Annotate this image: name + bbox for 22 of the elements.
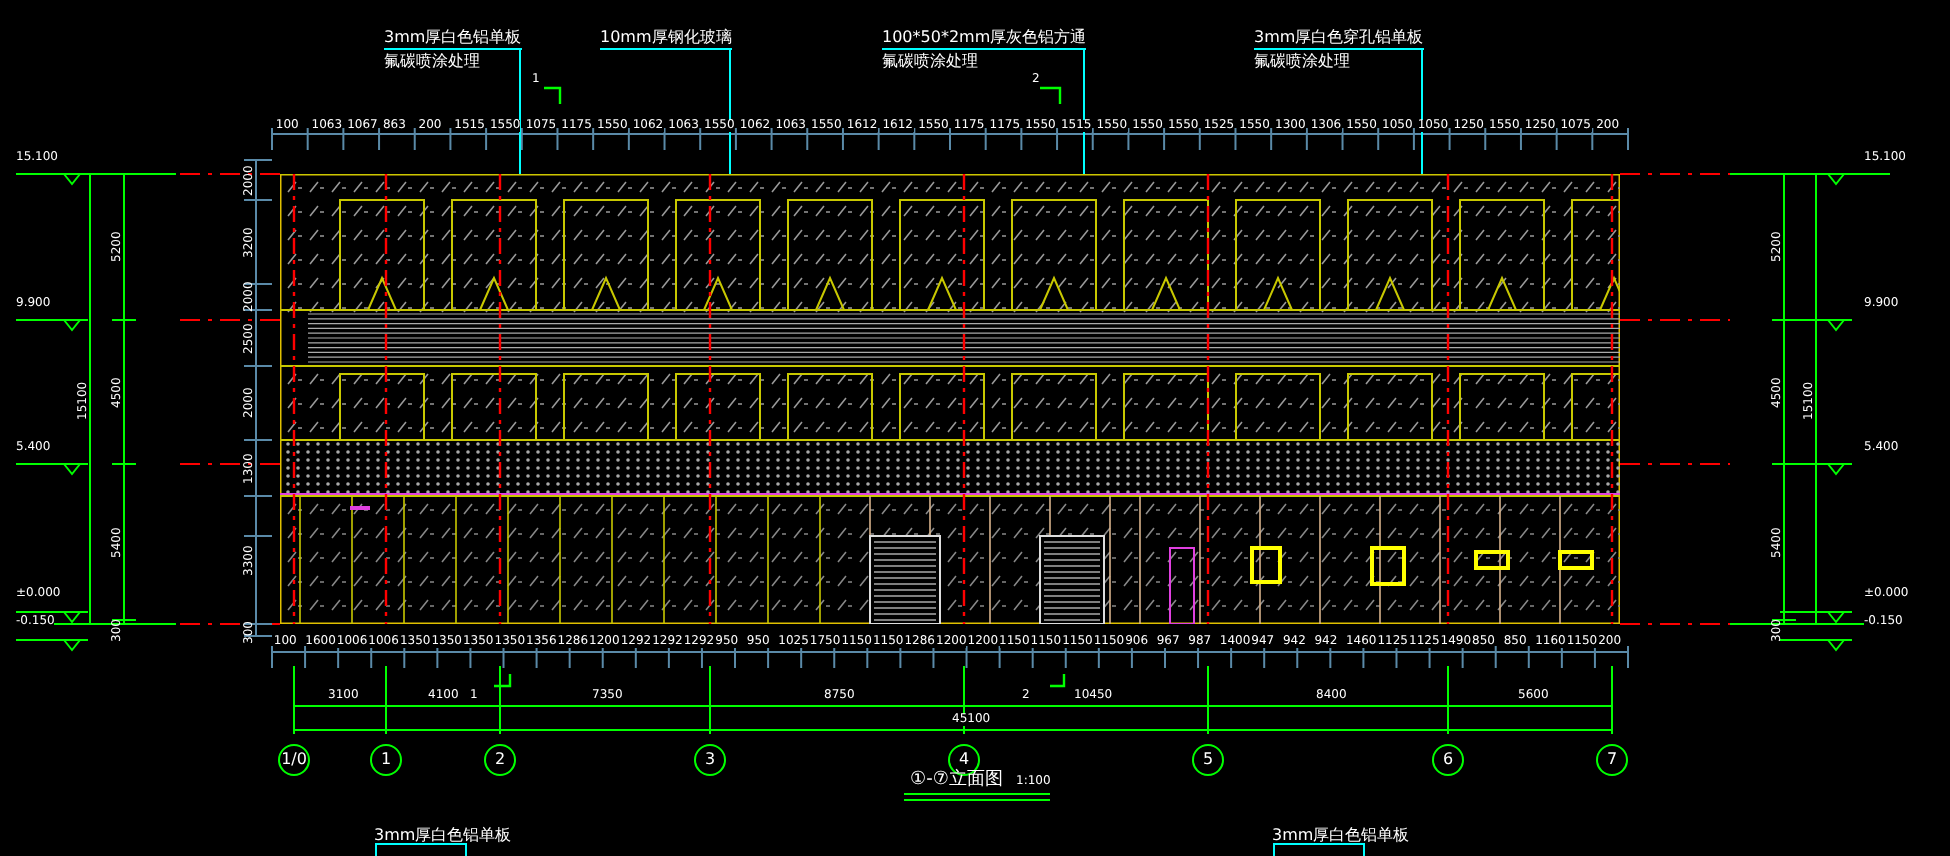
axis-bubble: 2	[484, 744, 516, 776]
facade-drawing	[280, 174, 1620, 624]
annotation-text: 3mm厚白色铝单板	[374, 824, 512, 846]
annotation-text: 氟碳喷涂处理	[882, 50, 980, 72]
axis-bubble: 1/0	[278, 744, 310, 776]
drawing-title: ①-⑦立面图	[910, 772, 1003, 790]
leader-line	[519, 47, 521, 175]
annotation-text: 3mm厚白色铝单板	[384, 26, 522, 50]
axis-bubble: 1	[370, 744, 402, 776]
annotation-text: 100*50*2mm厚灰色铝方通	[882, 26, 1087, 50]
annotation-text: 3mm厚白色穿孔铝单板	[1254, 26, 1424, 50]
leader-line	[729, 47, 731, 175]
annotation-text: 氟碳喷涂处理	[384, 50, 482, 72]
annotation-text: 10mm厚钢化玻璃	[600, 26, 732, 50]
axis-bubble: 3	[694, 744, 726, 776]
leader-line	[1083, 47, 1085, 175]
leader-line	[1421, 47, 1423, 175]
annotation-text: 氟碳喷涂处理	[1254, 50, 1352, 72]
axis-bubble: 6	[1432, 744, 1464, 776]
axis-bubble: 5	[1192, 744, 1224, 776]
axis-bubble: 7	[1596, 744, 1628, 776]
annotation-text: 3mm厚白色铝单板	[1272, 824, 1410, 846]
